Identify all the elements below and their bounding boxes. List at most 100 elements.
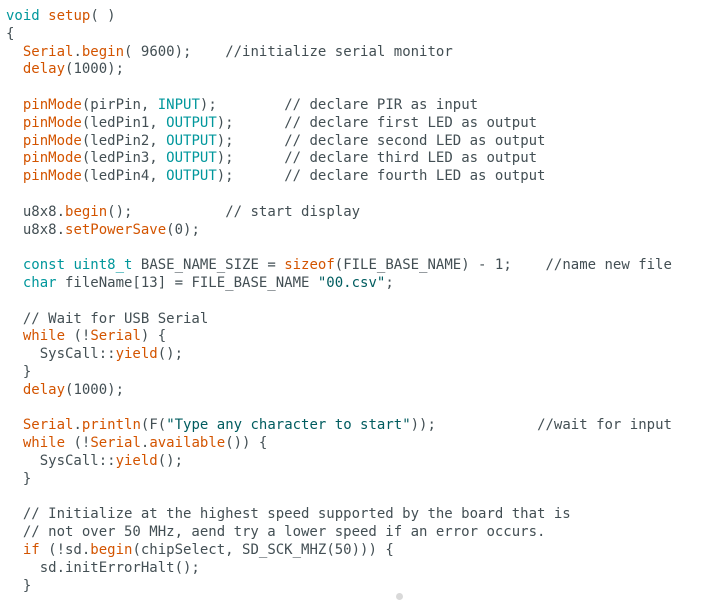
- code-token: delay: [22, 61, 66, 78]
- code-token: (!: [65, 435, 91, 452]
- code-token: pinMode: [22, 132, 82, 149]
- code-token: pinMode: [22, 96, 82, 113]
- code-token: [40, 8, 48, 24]
- code-token: sd.initErrorHalt();: [6, 559, 200, 576]
- code-token: [6, 61, 23, 77]
- code-token: ( ): [90, 8, 116, 24]
- code-line: [6, 293, 672, 311]
- code-token: );: [216, 150, 285, 167]
- code-token: }: [6, 470, 32, 487]
- code-token: INPUT: [157, 96, 200, 113]
- code-token: );: [199, 96, 285, 113]
- code-token: // declare first LED as output: [284, 114, 538, 131]
- code-token: ();: [157, 452, 184, 469]
- code-line: [6, 400, 672, 418]
- code-token: OUTPUT: [166, 132, 217, 149]
- code-token: const: [22, 257, 66, 274]
- code-token: Serial: [90, 328, 141, 345]
- code-line: [6, 239, 672, 257]
- scroll-indicator[interactable]: [396, 593, 403, 600]
- code-token: // declare PIR as input: [284, 96, 479, 113]
- code-line: // not over 50 MHz, aend try a lower spe…: [6, 524, 672, 542]
- code-token: if: [22, 541, 40, 558]
- code-token: Serial: [90, 435, 141, 452]
- code-token: // not over 50 MHz, aend try a lower spe…: [22, 524, 546, 541]
- code-token: char: [22, 274, 57, 291]
- code-line: const uint8_t BASE_NAME_SIZE = sizeof(FI…: [6, 257, 672, 275]
- code-line: void setup( ): [6, 8, 672, 26]
- code-token: //name new file: [545, 257, 672, 274]
- code-token: yield: [115, 346, 158, 363]
- code-token: u8x8.: [6, 221, 66, 238]
- code-line: pinMode(ledPin2, OUTPUT); // declare sec…: [6, 133, 672, 151]
- code-token: Serial: [22, 417, 74, 434]
- code-token: [6, 150, 23, 166]
- code-token: Serial: [22, 43, 74, 60]
- code-line: Serial.println(F("Type any character to …: [6, 417, 672, 435]
- code-token: ;: [385, 274, 394, 291]
- code-token: OUTPUT: [166, 168, 217, 185]
- code-token: begin: [90, 541, 133, 558]
- code-token: ));: [410, 417, 538, 434]
- code-token: (chipSelect, SD_SCK_MHZ(50))) {: [132, 541, 394, 558]
- code-token: (ledPin1,: [81, 114, 167, 131]
- code-token: [6, 44, 23, 60]
- code-area[interactable]: void setup( ){ Serial.begin( 9600); //in…: [6, 8, 672, 595]
- code-line: // Wait for USB Serial: [6, 311, 672, 329]
- code-token: [6, 328, 23, 344]
- code-line: Serial.begin( 9600); //initialize serial…: [6, 44, 672, 62]
- code-token: );: [216, 132, 285, 149]
- code-token: SysCall::: [6, 452, 116, 469]
- code-token: [6, 382, 23, 398]
- code-token: setup: [48, 8, 91, 24]
- code-token: //initialize serial monitor: [225, 43, 453, 60]
- code-token: [6, 275, 23, 291]
- code-line: SysCall::yield();: [6, 346, 672, 364]
- code-token: pinMode: [22, 150, 82, 167]
- code-token: ();: [157, 346, 184, 363]
- code-token: BASE_NAME_SIZE =: [132, 257, 285, 274]
- code-token: [6, 524, 23, 540]
- code-token: ) {: [140, 328, 167, 345]
- code-token: .: [73, 417, 82, 434]
- code-token: (F(: [140, 417, 167, 434]
- code-token: fileName[13] = FILE_BASE_NAME: [56, 274, 318, 291]
- code-token: //wait for input: [537, 417, 672, 434]
- code-line: while (!Serial.available()) {: [6, 435, 672, 453]
- code-token: );: [216, 168, 285, 185]
- code-token: (!sd.: [39, 541, 91, 558]
- code-token: SysCall::: [6, 346, 116, 363]
- code-line: u8x8.setPowerSave(0);: [6, 222, 672, 240]
- code-token: "Type any character to start": [166, 417, 411, 434]
- code-token: uint8_t: [73, 257, 133, 274]
- code-token: (pirPin,: [81, 96, 158, 113]
- code-token: (0);: [166, 221, 200, 238]
- code-line: pinMode(ledPin4, OUTPUT); // declare fou…: [6, 168, 672, 186]
- code-token: }: [6, 577, 32, 594]
- code-token: [6, 542, 23, 558]
- code-token: (ledPin3,: [81, 150, 167, 167]
- code-token: (ledPin2,: [81, 132, 167, 149]
- code-line: }: [6, 364, 672, 382]
- code-line: pinMode(ledPin3, OUTPUT); // declare thi…: [6, 150, 672, 168]
- code-line: SysCall::yield();: [6, 453, 672, 471]
- code-token: available: [149, 435, 226, 452]
- code-token: yield: [115, 452, 158, 469]
- code-line: delay(1000);: [6, 61, 672, 79]
- code-token: // declare third LED as output: [284, 150, 538, 167]
- code-token: ();: [107, 203, 226, 220]
- code-line: [6, 489, 672, 507]
- code-token: {: [6, 25, 15, 42]
- code-token: (1000);: [65, 381, 125, 398]
- code-token: [6, 97, 23, 113]
- code-token: begin: [81, 43, 125, 60]
- code-line: {: [6, 26, 672, 44]
- code-token: pinMode: [22, 168, 82, 185]
- code-token: [6, 506, 23, 522]
- code-token: setPowerSave: [65, 221, 167, 238]
- code-token: (ledPin4,: [81, 168, 167, 185]
- code-token: [6, 417, 23, 433]
- code-token: // declare fourth LED as output: [284, 168, 546, 185]
- code-token: pinMode: [22, 114, 82, 131]
